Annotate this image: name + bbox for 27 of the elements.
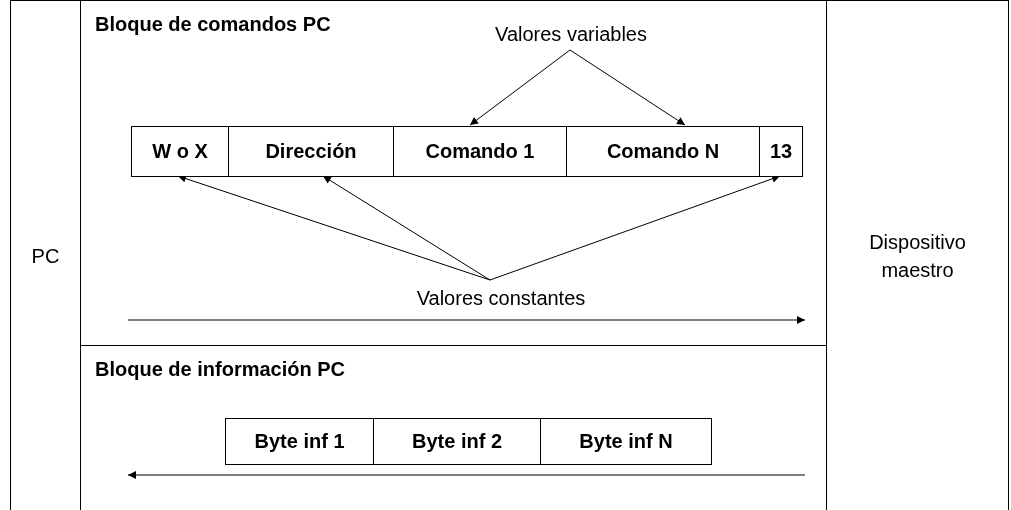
field-cell <box>131 126 229 177</box>
field-name: 13 <box>769 140 793 163</box>
field-name: Byte inf 1 <box>254 430 345 453</box>
note-text: Valores constantes <box>416 286 586 310</box>
column-label: Dispositivo maestro <box>868 230 967 283</box>
column-box <box>826 0 1009 510</box>
field-name: Comando N <box>606 140 720 163</box>
note-text: Valores variables <box>495 22 647 46</box>
panel-heading: Bloque de información PC <box>95 358 346 381</box>
field-name: Comando 1 <box>425 140 535 163</box>
panel-heading: Bloque de comandos PC <box>95 13 331 36</box>
field-cell <box>393 126 567 177</box>
field-cell <box>566 126 760 177</box>
field-cell <box>228 126 394 177</box>
field-name: Byte inf 2 <box>412 430 502 453</box>
field-cell <box>540 418 712 465</box>
column-box <box>10 0 81 510</box>
column-label: PC <box>31 244 60 269</box>
arrow <box>569 49 686 126</box>
arrow <box>469 49 571 126</box>
field-name: Dirección <box>265 140 357 163</box>
field-cell <box>759 126 803 177</box>
field-cell <box>225 418 374 465</box>
field-cell <box>373 418 541 465</box>
field-name: Byte inf N <box>579 430 673 453</box>
field-name: W o X <box>152 140 208 163</box>
arrow <box>322 175 491 281</box>
